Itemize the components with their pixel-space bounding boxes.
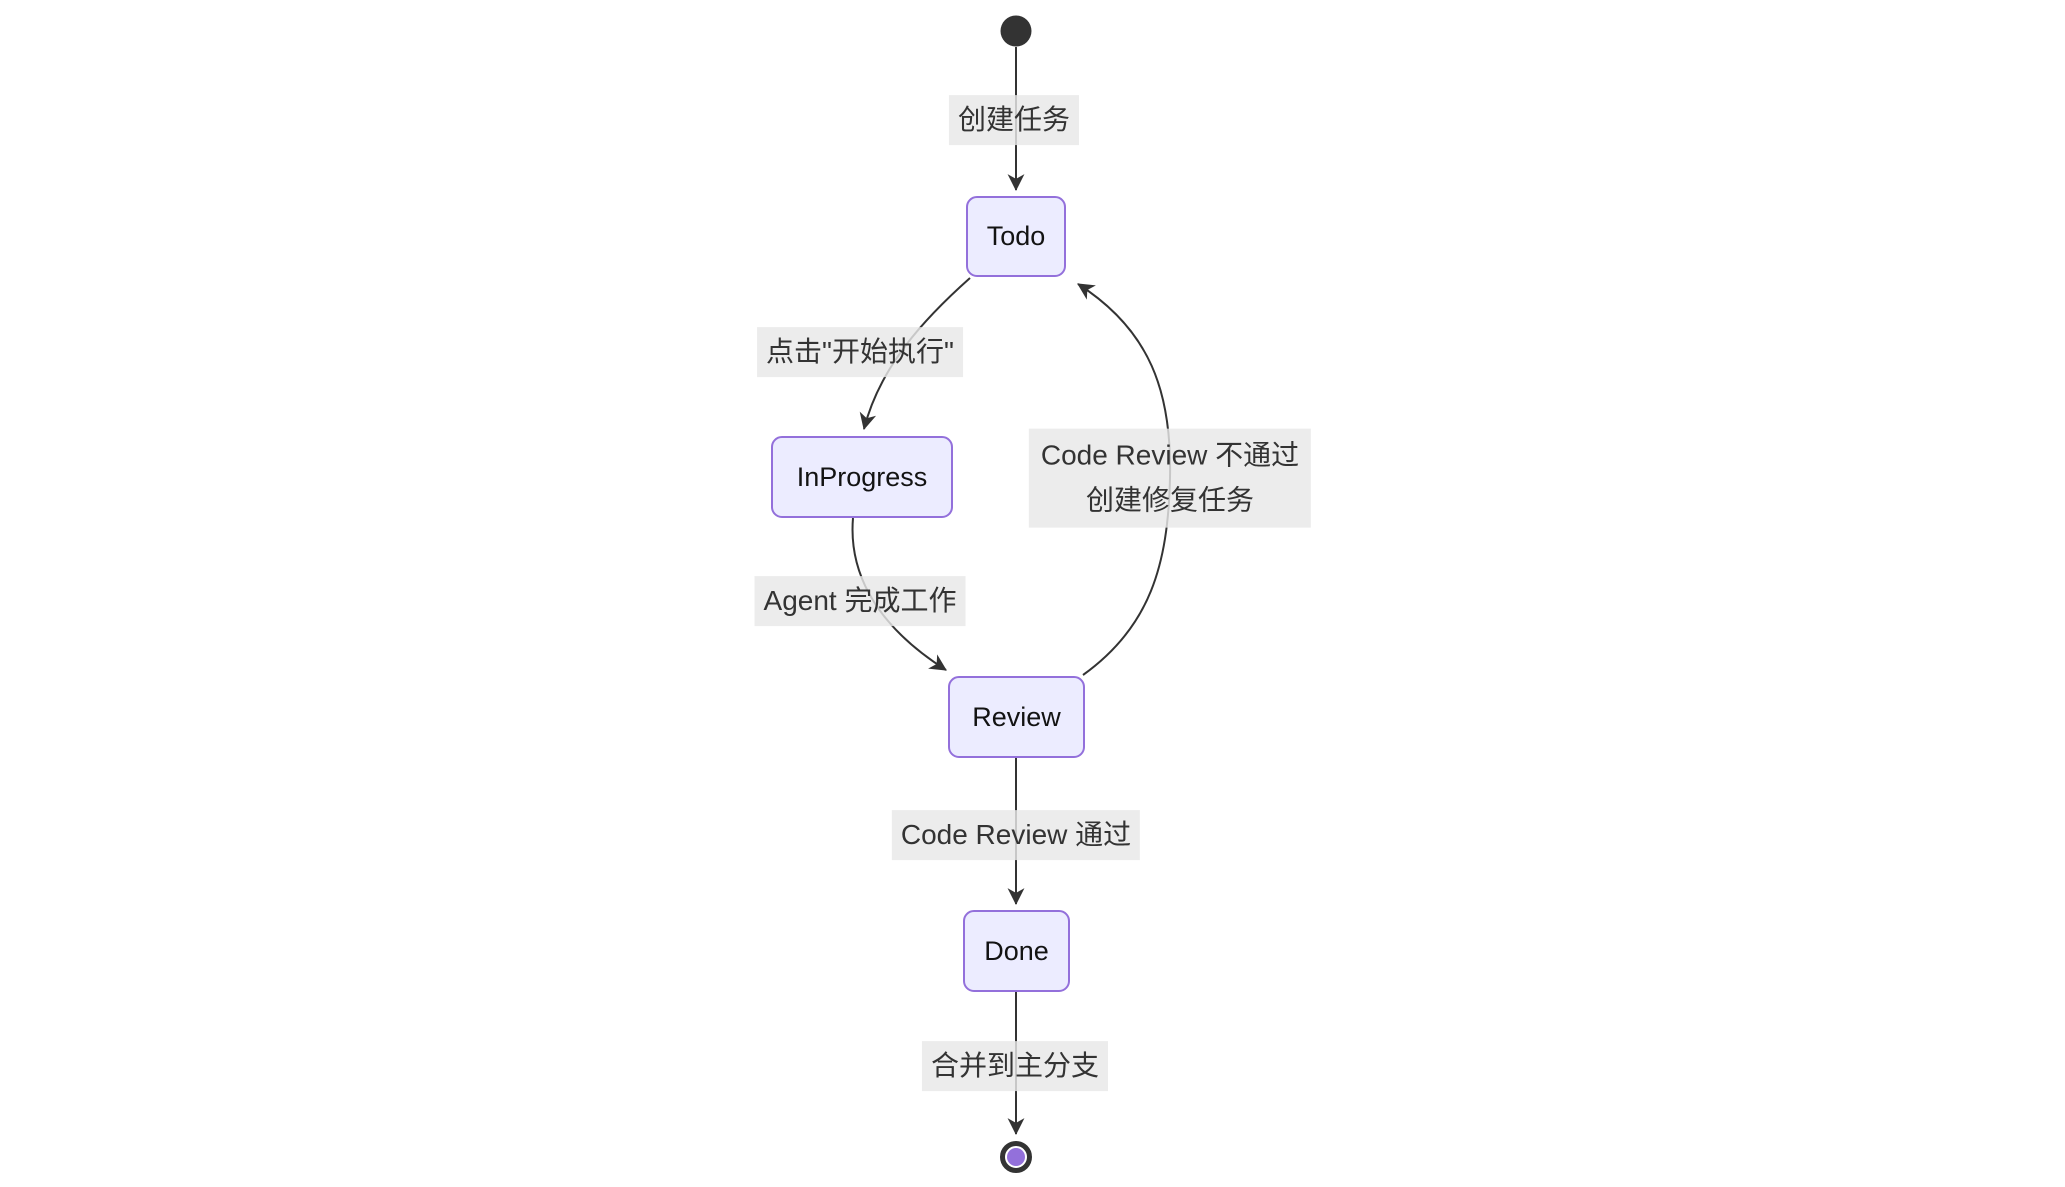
- state-node-inprogress: InProgress: [771, 436, 953, 518]
- state-node-review-label: Review: [972, 701, 1061, 732]
- state-node-done: Done: [963, 910, 1070, 992]
- state-node-todo: Todo: [966, 196, 1066, 277]
- edge-label-click-start: 点击"开始执行": [757, 327, 963, 377]
- edge-label-review-fail-line2: 创建修复任务: [1085, 485, 1254, 516]
- edge-label-review-fail-line1: Code Review 不通过: [1040, 439, 1300, 471]
- edge-label-create-task: 创建任务: [948, 95, 1080, 145]
- edge-label-agent-finish: Agent 完成工作: [754, 576, 966, 626]
- start-state-dot: [1000, 15, 1032, 47]
- edge-label-merge-main: 合并到主分支: [921, 1041, 1109, 1091]
- edge-label-review-pass: Code Review 通过: [891, 810, 1141, 860]
- state-node-todo-label: Todo: [986, 221, 1046, 251]
- state-node-done-label: Done: [984, 935, 1049, 966]
- state-node-review: Review: [948, 676, 1085, 758]
- edge-label-review-fail: Code Review 不通过 创建修复任务: [1028, 428, 1312, 528]
- final-state-dot: [1007, 1148, 1025, 1166]
- state-node-inprogress-label: InProgress: [796, 461, 928, 492]
